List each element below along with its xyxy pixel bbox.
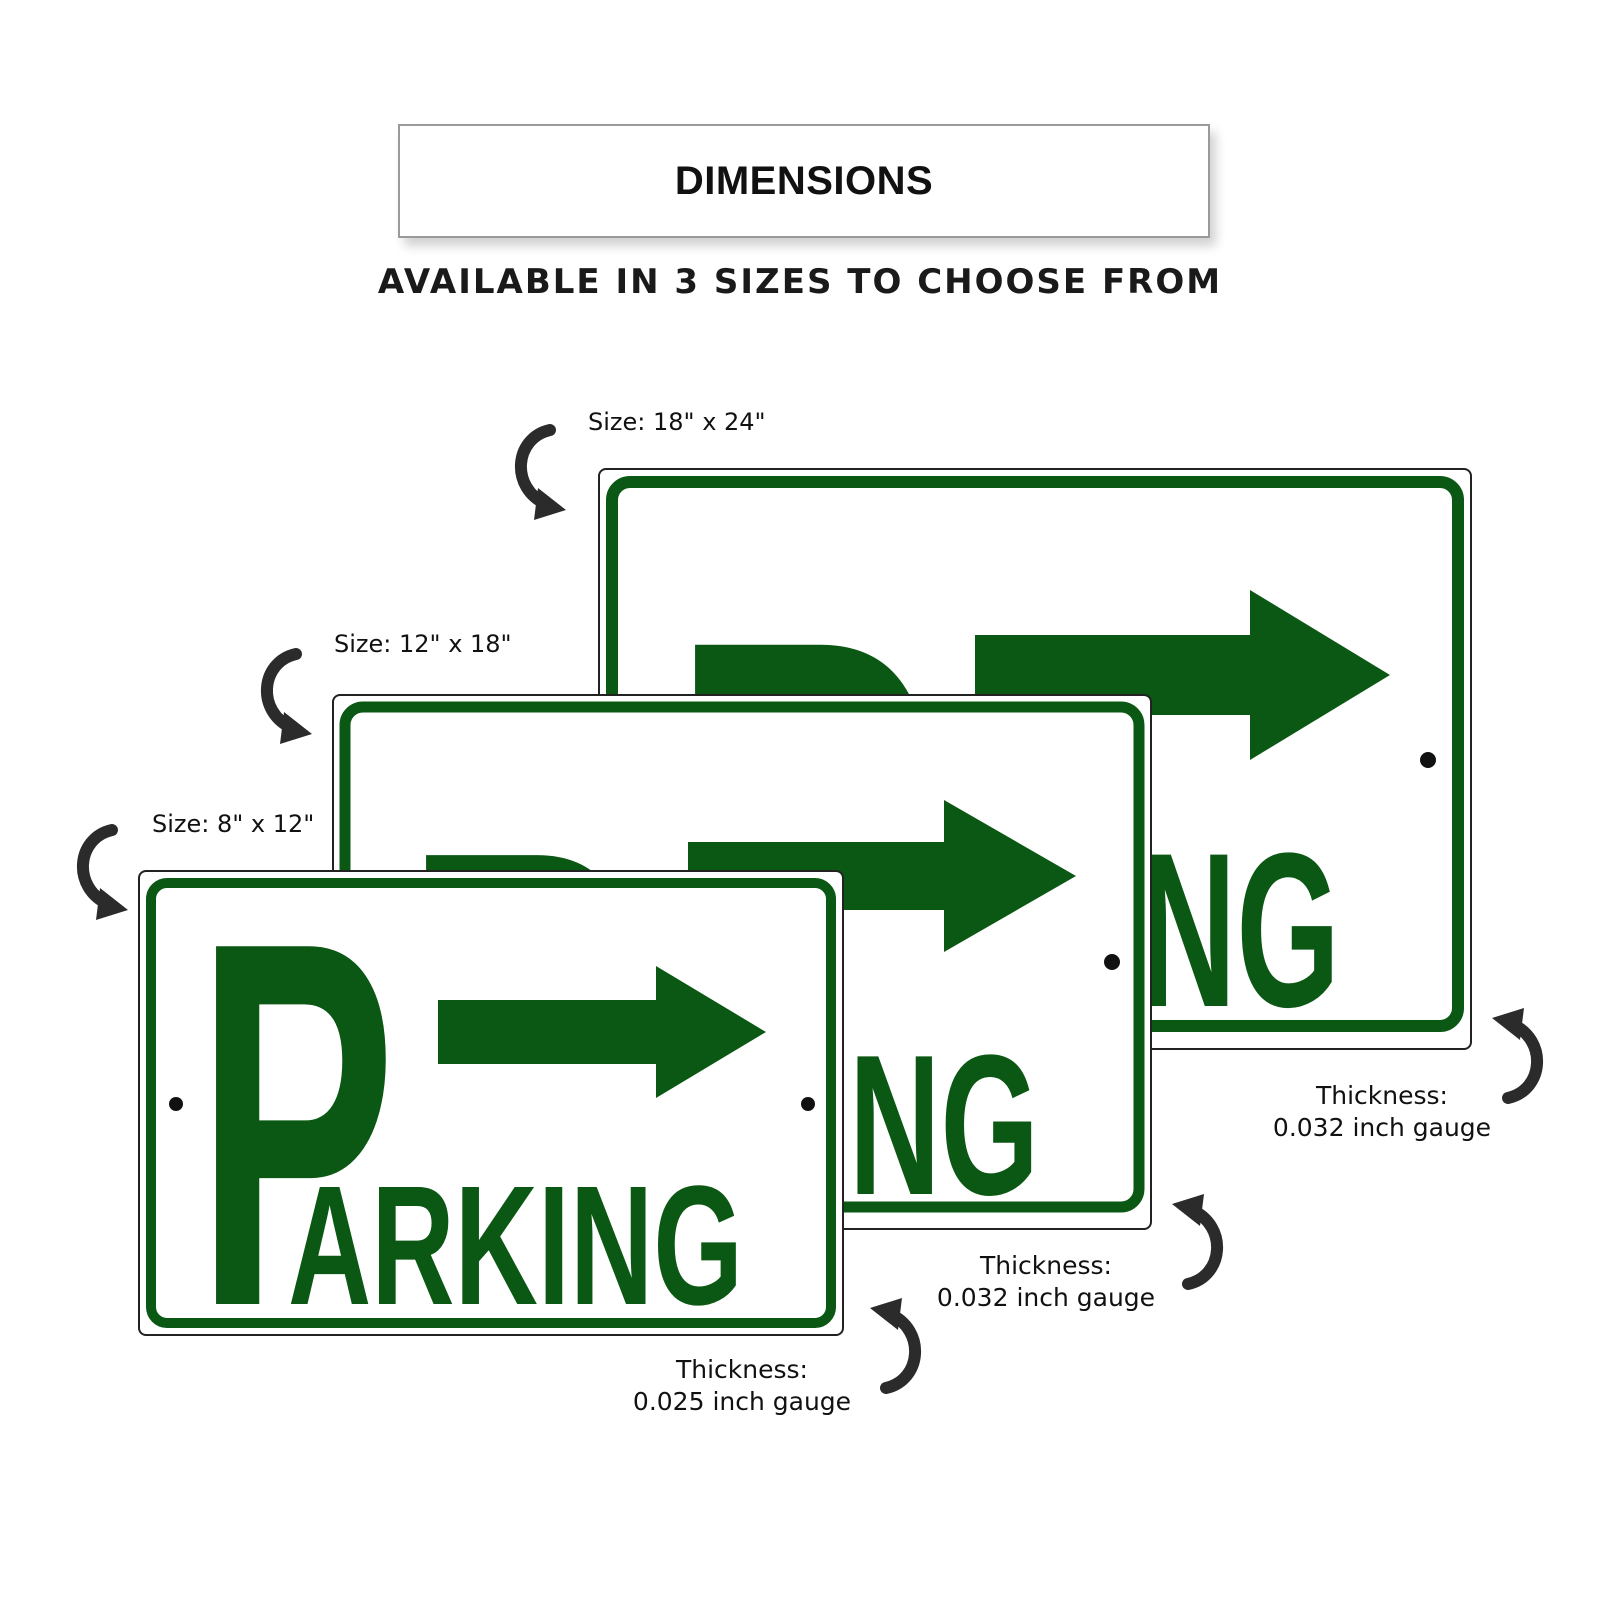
sign-medium-ng-text: NG [849,1014,1039,1228]
size-label-medium: Size: 12" x 18" [334,630,512,658]
curved-arrow-icon [1492,1008,1543,1104]
sign-small-p-letter: P [196,872,396,1334]
thickness-label-large: Thickness: 0.032 inch gauge [1262,1080,1502,1144]
page-subtitle: AVAILABLE IN 3 SIZES TO CHOOSE FROM [377,262,1223,302]
sign-large-arrow-icon [975,590,1390,760]
sign-small-arrow-icon [438,966,766,1098]
thickness-label-medium: Thickness: 0.032 inch gauge [926,1250,1166,1314]
thickness-value-large: 0.032 inch gauge [1272,1113,1492,1142]
sign-small: P ARKING [138,870,844,1336]
thickness-value-small: 0.025 inch gauge [632,1387,852,1416]
curved-arrow-icon [77,824,128,920]
thickness-value-medium: 0.032 inch gauge [936,1283,1156,1312]
sign-medium-arrow-icon [688,800,1076,952]
sign-small-arking-text: ARKING [288,1151,743,1334]
thickness-title-small: Thickness: [676,1355,808,1384]
dimensions-title-box: DIMENSIONS [398,124,1210,238]
sign-small-mount-hole-left [169,1097,183,1111]
thickness-title-large: Thickness: [1316,1081,1448,1110]
page-title: DIMENSIONS [674,158,934,203]
sign-medium-mount-hole [1104,954,1120,970]
sign-small-mount-hole-right [801,1097,815,1111]
curved-arrow-icon [1172,1194,1223,1290]
curved-arrow-icon [261,648,312,744]
size-label-small: Size: 8" x 12" [152,810,315,838]
size-label-large: Size: 18" x 24" [588,408,766,436]
thickness-label-small: Thickness: 0.025 inch gauge [622,1354,862,1418]
thickness-title-medium: Thickness: [980,1251,1112,1280]
curved-arrow-icon [870,1298,921,1394]
curved-arrow-icon [515,424,566,520]
sign-large-ng-text: NG [1140,807,1340,1048]
sign-large-mount-hole [1420,752,1436,768]
